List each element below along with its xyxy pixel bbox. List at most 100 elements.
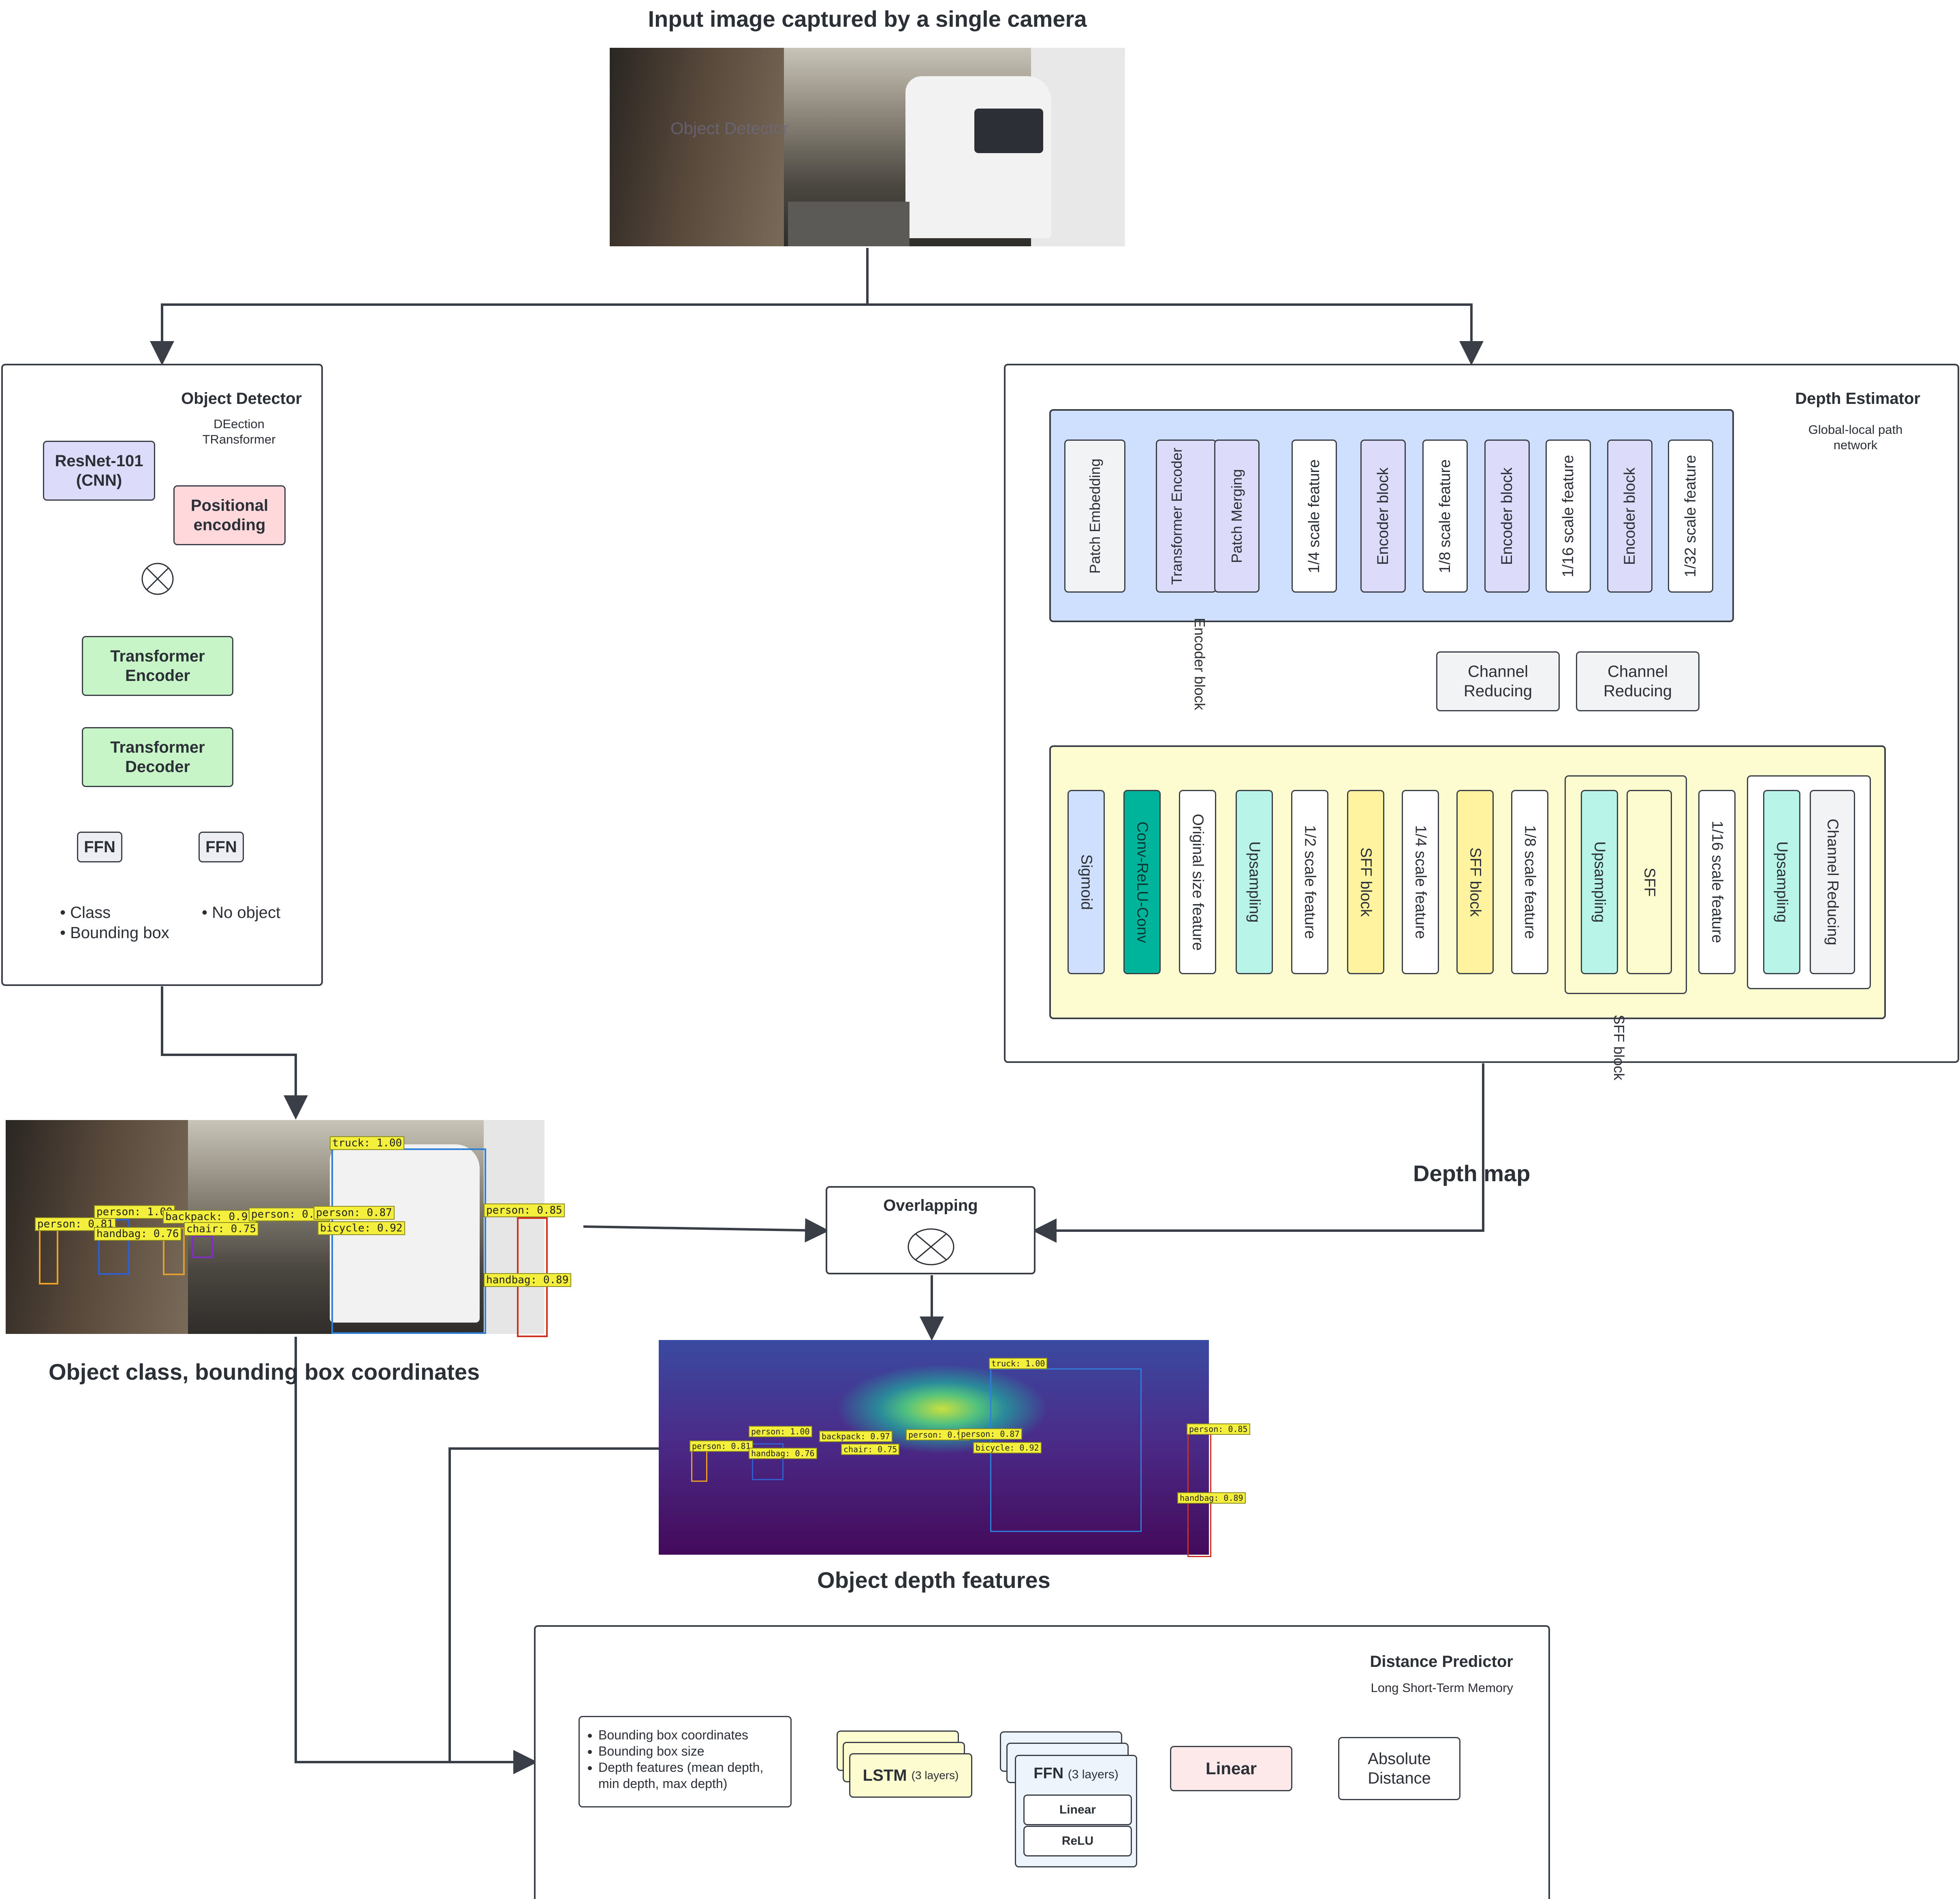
transformer-encoder-node: Transformer Encoder [82, 636, 233, 696]
depth-features-title: Object depth features [817, 1567, 1050, 1593]
original-size-feature: Original size feature [1179, 790, 1216, 974]
encoder-block-3-label: Encoder block [1621, 467, 1638, 565]
predictor-inputs-list: Bounding box coordinates Bounding box si… [582, 1727, 784, 1792]
patch-embedding-node: Patch Embedding [1064, 440, 1125, 593]
input-camera-image: Object Detector [610, 48, 1125, 246]
upsampling-1-label: Upsampling [1246, 841, 1263, 923]
van-windshield [974, 109, 1043, 153]
lstm-node: LSTM (3 layers) [849, 1753, 972, 1798]
ffn-stack-label: FFN [1033, 1765, 1064, 1782]
ffn-stack-node: FFN (3 layers) Linear ReLU [1015, 1755, 1137, 1867]
output-class: • Class [60, 904, 111, 922]
depth-features-image: truck: 1.00 person: 0.81 person: 1.00 ha… [659, 1340, 1250, 1557]
dtag-handbag-right: handbag: 0.89 [1177, 1492, 1246, 1504]
lstm-layers: (3 layers) [911, 1769, 959, 1782]
encoder-block-2-label: Encoder block [1498, 467, 1516, 565]
output-no-object: • No object [202, 904, 281, 922]
input-image-title: Input image captured by a single camera [648, 6, 1087, 32]
conv-relu-conv-node: Conv-ReLU-Conv [1123, 790, 1161, 974]
tag-handbag-right: handbag: 0.89 [484, 1273, 571, 1287]
patch-embedding-label: Patch Embedding [1086, 458, 1103, 574]
tag-person-4: person: 0.87 [314, 1206, 395, 1220]
dbbox-person-1 [691, 1449, 707, 1482]
dtag-person-1: person: 0.81 [690, 1440, 753, 1452]
dtag-chair: chair: 0.75 [841, 1444, 900, 1455]
conv-relu-conv-label: Conv-ReLU-Conv [1134, 821, 1151, 943]
upsampling-3-label: Upsampling [1773, 841, 1791, 923]
quarter-scale-label: 1/4 scale feature [1305, 459, 1323, 573]
decoder-sixteenth-label: 1/16 scale feature [1708, 821, 1726, 943]
encoder-block-3: Encoder block [1607, 440, 1653, 593]
sigmoid-node: Sigmoid [1068, 790, 1105, 974]
eighth-scale-label: 1/8 scale feature [1436, 459, 1454, 573]
depth-map-label: Depth map [1413, 1161, 1531, 1186]
dtag-person-2: person: 1.00 [749, 1426, 812, 1437]
sff-block-1-label: SFF block [1357, 847, 1375, 917]
sixteenth-scale-label: 1/16 scale feature [1559, 454, 1577, 578]
tag-person-right: person: 0.85 [484, 1203, 565, 1217]
upsampling-node-3: Upsampling [1763, 790, 1800, 974]
decoder-sixteenth-scale-feature: 1/16 scale feature [1698, 790, 1736, 974]
depth-estimator-title: Depth Estimator [1795, 390, 1920, 408]
object-detector-title: Object Detector [181, 390, 302, 408]
upsampling-2-label: Upsampling [1591, 841, 1608, 923]
ffn-node-2: FFN [199, 832, 244, 862]
thirty-second-scale-label: 1/32 scale feature [1682, 454, 1699, 578]
half-scale-feature: 1/2 scale feature [1291, 790, 1328, 974]
street-buildings-left [610, 48, 784, 246]
sigmoid-label: Sigmoid [1078, 854, 1095, 910]
patch-merging-node: Patch Merging [1214, 440, 1260, 593]
dtag-person-4: person: 0.87 [959, 1428, 1022, 1440]
quarter-scale-feature: 1/4 scale feature [1292, 440, 1337, 593]
output-bbox: • Bounding box [60, 924, 169, 942]
decoder-eighth-label: 1/8 scale feature [1521, 825, 1539, 939]
depth-estimator-subtitle: Global-local path network [1808, 422, 1903, 452]
encoder-block-brace-label: Encoder block [1191, 618, 1208, 711]
ffn-linear-node: Linear [1023, 1794, 1132, 1825]
thirty-second-scale-feature: 1/32 scale feature [1668, 440, 1713, 593]
overlap-multiply-icon [907, 1227, 955, 1267]
input-overlay-text: Object Detector [670, 119, 789, 138]
dtag-person-right: person: 0.85 [1187, 1423, 1250, 1435]
dtag-truck: truck: 1.00 [989, 1358, 1048, 1369]
det-building-right [484, 1120, 544, 1334]
tag-person-2: person: 1.00 [94, 1205, 175, 1219]
transformer-encoder-block-node: Transformer Encoder [1156, 440, 1217, 593]
transformer-decoder-node: Transformer Decoder [82, 727, 233, 787]
distance-predictor-title: Distance Predictor [1370, 1653, 1513, 1671]
tag-backpack: backpack: 0.97 [163, 1210, 257, 1224]
dbbox-person-2 [752, 1443, 784, 1480]
sff-node: SFF [1627, 790, 1672, 974]
input-depth-features: Depth features (mean depth, min depth, m… [598, 1759, 784, 1792]
sff-group [1565, 775, 1687, 994]
bbox-person-1 [39, 1225, 58, 1284]
sff-block-brace-label: SFF block [1611, 1015, 1627, 1081]
eighth-scale-feature: 1/8 scale feature [1422, 440, 1468, 593]
transformer-encoder-block-label: Transformer Encoder [1168, 447, 1185, 585]
lstm-label: LSTM [863, 1767, 907, 1784]
dtag-backpack: backpack: 0.97 [819, 1431, 892, 1442]
positional-encoding-node: Positional encoding [173, 485, 286, 545]
object-detector-subtitle: DEection TRansformer [178, 416, 300, 447]
tag-chair: chair: 0.75 [184, 1222, 259, 1236]
bbox-chair [192, 1235, 213, 1258]
tag-bicycle: bicycle: 0.92 [318, 1221, 405, 1235]
ffn-output-class-list: • Class • Bounding box [60, 903, 169, 943]
ffn-stack-layers: (3 layers) [1068, 1768, 1119, 1781]
subtitle-line-1: DEection [214, 417, 265, 431]
input-bbox-size: Bounding box size [598, 1743, 784, 1759]
sff-block-node-2: SFF block [1456, 790, 1494, 974]
input-bbox-coords: Bounding box coordinates [598, 1727, 784, 1743]
encoder-block-1-label: Encoder block [1374, 467, 1392, 565]
upsampling-node-2: Upsampling [1581, 790, 1618, 974]
decoder-quarter-label: 1/4 scale feature [1412, 825, 1429, 939]
subtitle-line-2: TRansformer [202, 432, 276, 446]
detections-title: Object class, bounding box coordinates [49, 1359, 480, 1385]
street-road [788, 202, 910, 246]
ffn-stack-header: FFN (3 layers) [1016, 1765, 1136, 1782]
predictor-inputs-box: Bounding box coordinates Bounding box si… [579, 1716, 792, 1807]
bbox-truck [331, 1148, 486, 1334]
resnet-node: ResNet-101 (CNN) [43, 441, 155, 501]
decoder-channel-reducing-label: Channel Reducing [1824, 819, 1841, 945]
multiply-icon [141, 562, 174, 595]
